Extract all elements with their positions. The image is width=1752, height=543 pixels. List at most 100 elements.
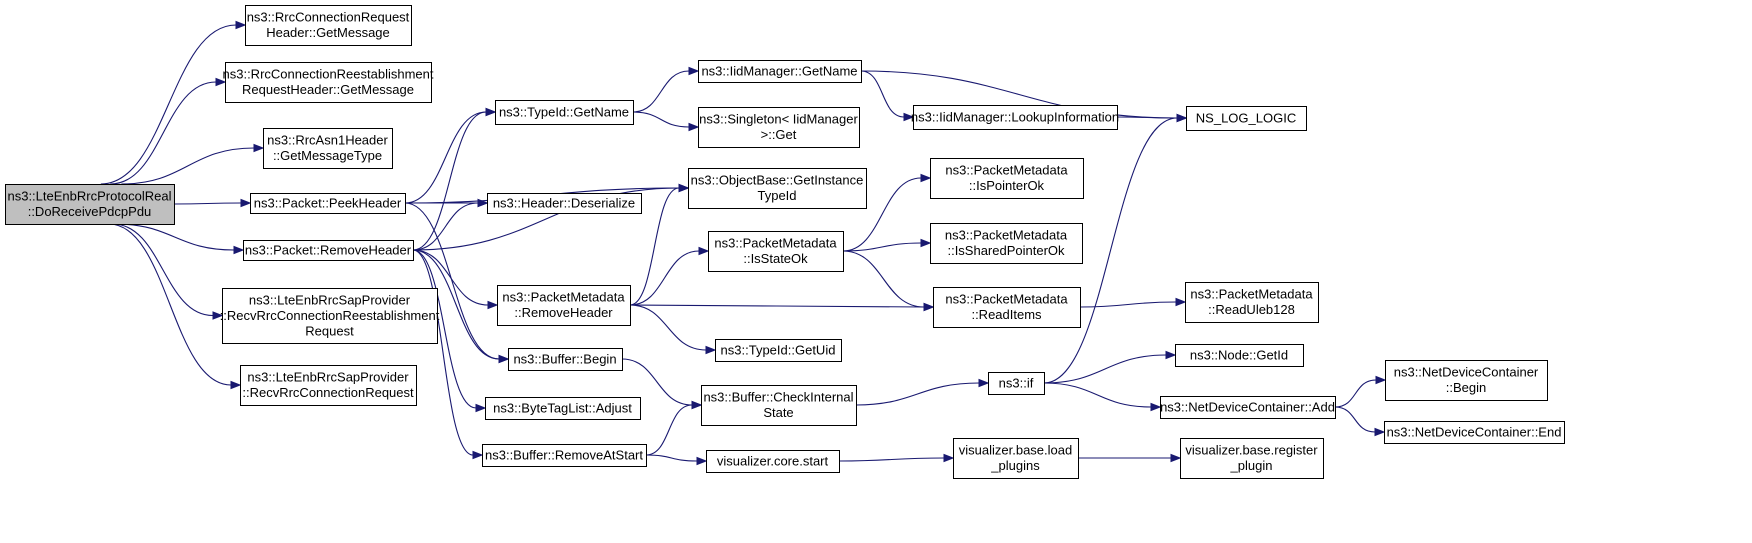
edge-pm-isstate-to-pm-isshared bbox=[842, 238, 932, 252]
node-box bbox=[701, 385, 857, 426]
node-box bbox=[495, 100, 634, 125]
edge-pm-remove-to-obj-typeid bbox=[629, 183, 690, 306]
edge-root-to-sap-reest bbox=[112, 223, 224, 320]
node-rrc-req-hdr[interactable]: ns3::RrcConnectionRequestHeader::GetMess… bbox=[245, 5, 412, 46]
edge-ns3-if-to-ndc-add bbox=[1043, 382, 1162, 412]
node-box bbox=[698, 60, 862, 83]
node-sap-req[interactable]: ns3::LteEnbRrcSapProvider::RecvRrcConnec… bbox=[240, 365, 417, 406]
node-label: ns3::PacketMetadata bbox=[945, 292, 1068, 307]
edge-line bbox=[412, 249, 500, 360]
node-asn1-type[interactable]: ns3::RrcAsn1Header::GetMessageType bbox=[263, 128, 393, 169]
edge-line bbox=[632, 111, 690, 128]
node-label: ns3::IidManager::LookupInformation bbox=[911, 109, 1119, 124]
node-label: _plugins bbox=[990, 458, 1040, 473]
node-buf-begin[interactable]: ns3::Buffer::Begin bbox=[508, 348, 623, 371]
edge-line bbox=[412, 249, 477, 409]
node-root[interactable]: ns3::LteEnbRrcProtocolReal::DoReceivePdc… bbox=[5, 184, 175, 225]
arrowhead-icon bbox=[253, 143, 265, 153]
node-ndc-begin[interactable]: ns3::NetDeviceContainer::Begin bbox=[1385, 360, 1548, 401]
node-box bbox=[245, 5, 412, 46]
edge-line bbox=[412, 202, 479, 251]
node-pm-read[interactable]: ns3::PacketMetadata::ReadItems bbox=[933, 287, 1081, 328]
arrowhead-icon bbox=[235, 20, 247, 30]
node-box bbox=[688, 168, 867, 209]
node-viz-reg[interactable]: visualizer.base.register_plugin bbox=[1180, 438, 1324, 479]
edge-root-to-peek bbox=[173, 198, 252, 208]
node-iid-lookup[interactable]: ns3::IidManager::LookupInformation bbox=[911, 105, 1119, 130]
arrowhead-icon bbox=[233, 245, 245, 255]
edge-remove-to-typeid-name bbox=[412, 107, 497, 251]
edge-ns3-if-to-ns-log bbox=[1043, 113, 1188, 384]
edge-line bbox=[842, 177, 922, 252]
edge-line bbox=[412, 249, 474, 456]
node-label: ns3::ByteTagList::Adjust bbox=[493, 400, 632, 415]
node-box bbox=[222, 288, 438, 344]
node-peek[interactable]: ns3::Packet::PeekHeader bbox=[250, 193, 406, 214]
node-box bbox=[250, 193, 406, 214]
node-typeid-name[interactable]: ns3::TypeId::GetName bbox=[495, 100, 634, 125]
arrowhead-icon bbox=[903, 112, 915, 122]
node-pm-isptr[interactable]: ns3::PacketMetadata::IsPointerOk bbox=[930, 158, 1084, 199]
node-label: visualizer.base.load bbox=[959, 443, 1072, 458]
node-remove[interactable]: ns3::Packet::RemoveHeader bbox=[243, 240, 414, 261]
node-hdr-deser[interactable]: ns3::Header::Deserialize bbox=[487, 193, 642, 214]
node-pm-remove[interactable]: ns3::PacketMetadata::RemoveHeader bbox=[497, 285, 631, 326]
node-label: ::Begin bbox=[1446, 380, 1486, 395]
node-ndc-end[interactable]: ns3::NetDeviceContainer::End bbox=[1384, 421, 1565, 444]
arrowhead-icon bbox=[678, 183, 690, 193]
node-typeid-uid[interactable]: ns3::TypeId::GetUid bbox=[715, 339, 842, 362]
node-box bbox=[1160, 396, 1336, 419]
node-label: ns3::PacketMetadata bbox=[945, 163, 1068, 178]
arrowhead-icon bbox=[240, 198, 252, 208]
node-viz-load[interactable]: visualizer.base.load_plugins bbox=[953, 438, 1079, 479]
arrowhead-icon bbox=[705, 345, 717, 355]
node-box bbox=[1185, 282, 1319, 323]
arrowhead-icon bbox=[1374, 427, 1386, 437]
node-btl-adjust[interactable]: ns3::ByteTagList::Adjust bbox=[485, 397, 641, 420]
node-rrc-reest-hdr[interactable]: ns3::RrcConnectionReestablishmentRequest… bbox=[223, 62, 434, 103]
edge-typeid-name-to-iid-getname bbox=[632, 66, 700, 113]
node-box bbox=[930, 158, 1084, 199]
node-sap-reest[interactable]: ns3::LteEnbRrcSapProvider::RecvRrcConnec… bbox=[220, 288, 440, 344]
node-box bbox=[1384, 421, 1565, 444]
node-ns-log[interactable]: NS_LOG_LOGIC bbox=[1186, 106, 1307, 131]
edge-line bbox=[632, 70, 690, 113]
edge-line bbox=[621, 358, 693, 406]
node-box bbox=[485, 397, 641, 420]
node-ns3-if[interactable]: ns3::if bbox=[988, 372, 1045, 395]
node-box bbox=[497, 285, 631, 326]
edge-remove-to-buf-begin bbox=[412, 249, 510, 364]
edge-pm-remove-to-pm-isstate bbox=[629, 246, 710, 306]
edge-line bbox=[121, 147, 255, 185]
node-label: ns3::PacketMetadata bbox=[1190, 287, 1313, 302]
node-box bbox=[225, 62, 432, 103]
node-pm-isshared[interactable]: ns3::PacketMetadata::IsSharedPointerOk bbox=[930, 223, 1083, 264]
edge-root-to-asn1-type bbox=[121, 143, 265, 185]
edge-line bbox=[115, 223, 235, 251]
node-box bbox=[698, 107, 860, 148]
node-pm-readu[interactable]: ns3::PacketMetadata::ReadUleb128 bbox=[1185, 282, 1319, 323]
edge-root-to-remove bbox=[115, 223, 245, 255]
edge-buf-check-to-ns3-if bbox=[855, 378, 990, 406]
node-label: ::RemoveHeader bbox=[514, 305, 613, 320]
edge-line bbox=[412, 111, 487, 251]
node-singleton[interactable]: ns3::Singleton< IidManager>::Get bbox=[698, 107, 860, 148]
edge-root-to-sap-req bbox=[108, 223, 242, 390]
node-iid-getname[interactable]: ns3::IidManager::GetName bbox=[698, 60, 862, 83]
node-buf-ras[interactable]: ns3::Buffer::RemoveAtStart bbox=[482, 444, 647, 467]
node-box bbox=[1385, 360, 1548, 401]
node-ndc-add[interactable]: ns3::NetDeviceContainer::Add bbox=[1160, 396, 1336, 419]
node-label: ::IsStateOk bbox=[743, 251, 808, 266]
edge-pm-read-to-pm-readu bbox=[1079, 297, 1187, 308]
node-pm-isstate[interactable]: ns3::PacketMetadata::IsStateOk bbox=[708, 231, 844, 272]
edge-line bbox=[412, 187, 680, 251]
node-box bbox=[715, 339, 842, 362]
arrowhead-icon bbox=[498, 354, 510, 364]
edge-line bbox=[842, 250, 925, 308]
node-label: ns3::Buffer::Begin bbox=[513, 351, 616, 366]
node-viz-core[interactable]: visualizer.core.start bbox=[706, 450, 840, 473]
node-node-getid[interactable]: ns3::Node::GetId bbox=[1175, 344, 1304, 367]
